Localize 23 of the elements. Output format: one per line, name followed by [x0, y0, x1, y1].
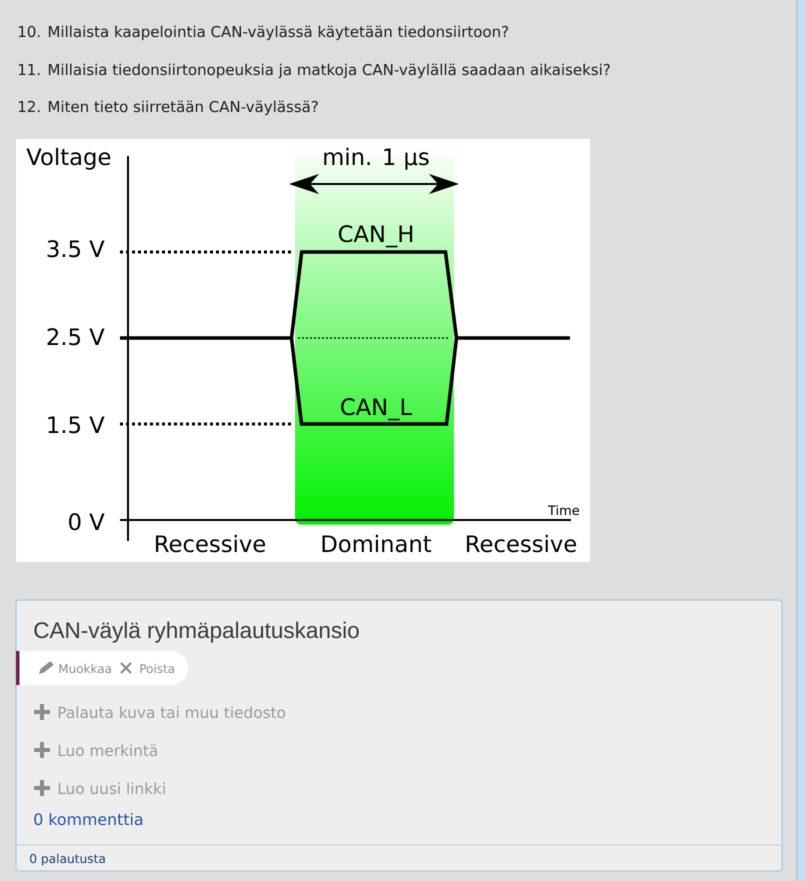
- axis-label: Voltage: [26, 148, 110, 170]
- action-link: Luo merkintä: [58, 744, 157, 756]
- card-title: CAN-väylä ryhmäpalautuskansio: [34, 622, 359, 643]
- tick-label: 2.5 V: [48, 328, 104, 346]
- signal-label: CAN_L: [341, 398, 412, 420]
- tick-label: 1.5 V: [48, 416, 104, 434]
- question-text: 12. Miten tieto siirretään CAN-väylässä?: [18, 100, 318, 116]
- question-text: 11. Millaisia tiedonsiirtonopeuksia ja matkoja CAN-väylällä saadaan aikaiseksi?: [18, 64, 610, 78]
- axis-label: Time: [548, 505, 580, 516]
- signal-label: CAN_H: [338, 225, 412, 248]
- comment-link: 0 kommenttia: [34, 813, 142, 826]
- action-link: Palauta kuva tai muu tiedosto: [58, 706, 286, 718]
- delete-link: Poista: [140, 664, 174, 674]
- tick-label: 3.5 V: [48, 240, 104, 258]
- submission-count: 0 palautusta: [30, 854, 105, 866]
- dimension-label: min. 1 µs: [324, 148, 429, 170]
- tick-label: 0 V: [69, 513, 104, 530]
- action-link: Luo uusi linkki: [58, 782, 165, 794]
- state-label: Recessive: [466, 534, 576, 552]
- edit-link: Muokkaa: [59, 664, 111, 674]
- state-label: Recessive: [156, 534, 266, 552]
- state-label: Dominant: [322, 534, 432, 552]
- question-text: 10. Millaista kaapelointia CAN-väylässä käytetään tiedonsiirtoon?: [18, 26, 508, 40]
